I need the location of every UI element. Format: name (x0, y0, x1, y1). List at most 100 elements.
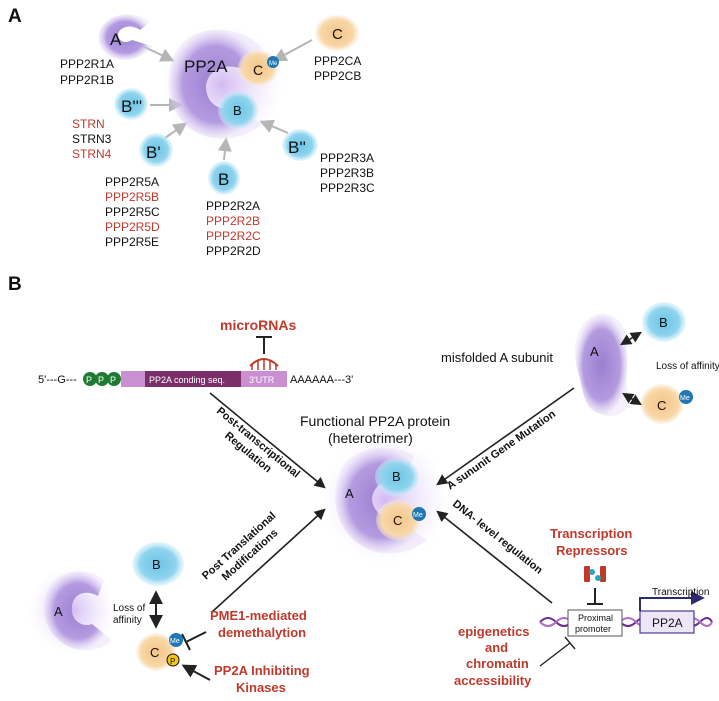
post-transcriptional-caption: Post-transcriptional Regulation (214, 405, 302, 480)
b-prime-gene-2: PPP2R5C (105, 205, 160, 219)
panel-a-arrows (135, 39, 313, 161)
b-prime-gene-3: PPP2R5D (105, 220, 160, 234)
b-prime-gene-4: PPP2R5E (105, 235, 159, 249)
functional-c-label: C (393, 513, 402, 528)
cap-label-1: P (86, 375, 92, 385)
promoter-line1: Proximal (578, 613, 613, 623)
complex-me-tag: Me (269, 61, 278, 67)
cap-circle-3 (107, 372, 121, 386)
ptm-c-label: C (150, 645, 159, 660)
pp2a-gene-label: PP2A (652, 616, 683, 630)
gene-ppp2r1b: PPP2R1B (60, 73, 114, 87)
transcription-arrow (639, 591, 705, 611)
regulation-arrows (209, 387, 575, 613)
mrna-suffix: AAAAAA---3' (290, 374, 353, 386)
dna-level-label: DNA- level regulation (450, 498, 545, 577)
a-subunit-shape (98, 14, 152, 60)
dna-level-caption: DNA- level regulation (450, 498, 545, 577)
utr3-label: 3'UTR (249, 375, 275, 385)
ptm-p-tag: P (170, 657, 175, 666)
gene-ppp2ca: PPP2CA (314, 54, 361, 68)
repressor-icon (584, 566, 606, 582)
repressors-line2: Repressors (556, 543, 628, 558)
cap-circle-1 (83, 372, 97, 386)
functional-pp2a-complex (321, 436, 449, 564)
b-subunit-gene-2: PPP2R2C (206, 229, 261, 243)
micrornas-label: microRNAs (220, 317, 296, 333)
b-triple-prime-gene-0: STRN (72, 117, 105, 131)
b-prime-gene-0: PPP2R5A (105, 175, 159, 189)
mrna-prefix: 5'---G--- (38, 374, 77, 386)
b-subunit-gene-3: PPP2R2D (206, 244, 261, 258)
misfolded-c-shape (640, 384, 684, 424)
promoter-line2: promoter (575, 624, 611, 634)
complex-c-label: C (253, 62, 263, 78)
mrna-construct: 5'---G--- P P P PP2A conding seq. 3'UTR … (38, 371, 353, 387)
pp2a-center-label: PP2A (184, 57, 228, 76)
misfolded-label: misfolded A subunit (441, 350, 553, 365)
b-triple-prime-label: B''' (121, 97, 142, 116)
utr3-box (241, 371, 287, 387)
pp2a-complex (160, 23, 284, 147)
a-subunit-label: A (110, 30, 122, 49)
misfolded-b-shape (642, 302, 686, 342)
kinases-line1: PP2A Inhibiting (214, 663, 310, 678)
misfolded-me-circle (679, 390, 693, 404)
misfolded-a-label: A (590, 344, 599, 359)
cap-circle-2 (95, 372, 109, 386)
misfolded-b-label: B (659, 315, 668, 330)
b-subunit-gene-1: PPP2R2B (206, 214, 260, 228)
ptm-loss-line2: affinity (113, 615, 142, 626)
gene-ppp2cb: PPP2CB (314, 69, 361, 83)
epigenetics-line2: and (485, 640, 508, 655)
misfolded-me-tag: Me (680, 395, 690, 402)
b-double-prime-gene-0: PPP2R3A (320, 151, 374, 165)
microrna-inhibitor (249, 336, 279, 370)
pme1-inhibitor (181, 631, 207, 651)
b-triple-prime-gene-2: STRN4 (72, 147, 112, 161)
b-double-prime-gene-2: PPP2R3C (320, 181, 375, 195)
cap-label-2: P (98, 375, 104, 385)
a-mutation-caption: A sununit Gene Mutation (445, 408, 558, 492)
ptm-b-label: B (152, 557, 161, 572)
c-subunit-shape (315, 15, 359, 51)
b-prime-shape (139, 133, 173, 167)
pme1-line1: PME1-mediated (210, 608, 307, 623)
c-subunit-label: C (332, 26, 343, 43)
repressor-inhibitor (587, 588, 603, 605)
b-prime-gene-1: PPP2R5B (105, 190, 159, 204)
epigenetics-line3: chromatin (466, 656, 529, 671)
ptm-a-label: A (54, 604, 63, 619)
ptm-me-tag: Me (170, 638, 180, 645)
kinases-line2: Kinases (236, 680, 286, 695)
b-double-prime-shape (282, 129, 318, 161)
functional-a-label: A (345, 486, 354, 501)
b-prime-label: B' (146, 143, 161, 162)
b-double-prime-label: B'' (288, 138, 306, 157)
b-double-prime-gene-1: PPP2R3B (320, 166, 374, 180)
kinases-arrow (181, 664, 211, 681)
ptm-loss-line1: Loss of (113, 603, 145, 614)
b-subunit-shape (208, 161, 240, 195)
functional-me-tag: Me (413, 512, 423, 519)
functional-title: Functional PP2A protein (300, 413, 450, 429)
post-translational-caption: Post Translational Modifications (200, 510, 280, 583)
ptm-c-shape (136, 633, 176, 671)
coding-seq-box (145, 371, 241, 387)
ptm-b-shape (132, 542, 184, 586)
complex-b-label: B (233, 103, 242, 118)
epigenetics-inhibitor (539, 636, 576, 667)
utr5-box (121, 371, 145, 387)
b-subunit-gene-0: PPP2R2A (206, 199, 260, 213)
misfolded-a-shape (574, 314, 629, 417)
functional-b-label: B (392, 469, 401, 484)
transcription-label: Transcription (652, 587, 709, 598)
gene-ppp2r1a: PPP2R1A (60, 57, 114, 71)
panel-a-letter: A (8, 6, 22, 27)
ptm-p-circle (166, 653, 180, 667)
panel-b-letter: B (8, 274, 22, 295)
